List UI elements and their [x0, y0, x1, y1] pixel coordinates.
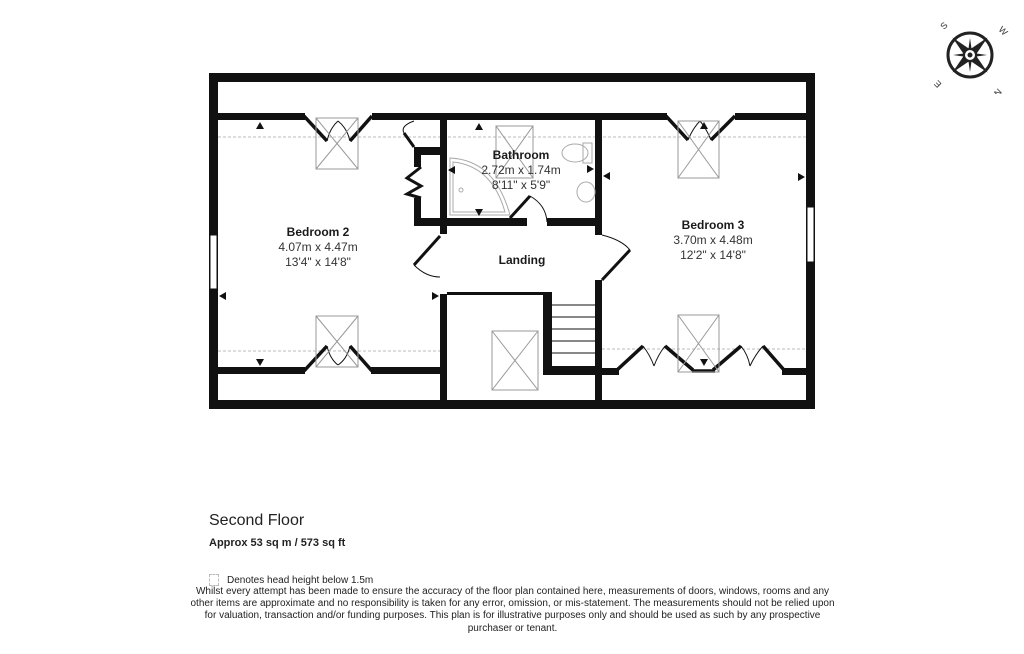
floor-area: Approx 53 sq m / 573 sq ft — [209, 537, 346, 549]
compass-label-s: S — [938, 20, 949, 31]
room-dim-metric: 3.70m x 4.48m — [673, 233, 752, 247]
door-leaves — [402, 132, 632, 282]
staircase — [552, 304, 595, 354]
compass-label-n: N — [992, 87, 1004, 94]
legend-label: Denotes head height below 1.5m — [227, 574, 374, 586]
room-name: Bedroom 2 — [287, 225, 350, 239]
floor-title: Second Floor — [209, 512, 305, 529]
room-name: Landing — [499, 253, 546, 267]
room-dim-imperial: 8'11" x 5'9" — [492, 178, 550, 192]
room-name: Bedroom 3 — [682, 218, 745, 232]
head-height-swatch-icon — [209, 574, 219, 586]
room-name: Bathroom — [493, 148, 550, 162]
legend: Denotes head height below 1.5m — [209, 574, 373, 586]
compass-rose-icon: S W N E — [932, 20, 1010, 94]
bathroom-fixtures — [449, 142, 596, 216]
room-dim-metric: 2.72m x 1.74m — [481, 163, 560, 177]
room-dim-imperial: 13'4" x 14'8" — [285, 255, 351, 269]
compass-label-w: W — [997, 24, 1010, 37]
room-dim-imperial: 12'2" x 14'8" — [680, 248, 746, 262]
room-label-bedroom-3: Bedroom 3 3.70m x 4.48m 12'2" x 14'8" — [673, 218, 752, 262]
disclaimer: Whilst every attempt has been made to en… — [190, 586, 835, 634]
compass-label-e: E — [932, 78, 943, 89]
measurement-arrows — [219, 122, 805, 366]
room-label-bedroom-2: Bedroom 2 4.07m x 4.47m 13'4" x 14'8" — [278, 225, 357, 269]
room-label-landing: Landing — [499, 253, 546, 267]
room-label-bathroom: Bathroom 2.72m x 1.74m 8'11" x 5'9" — [481, 148, 560, 192]
room-dim-metric: 4.07m x 4.47m — [278, 240, 357, 254]
walls — [209, 73, 815, 409]
skylights — [315, 117, 720, 391]
door-swings — [326, 120, 764, 367]
